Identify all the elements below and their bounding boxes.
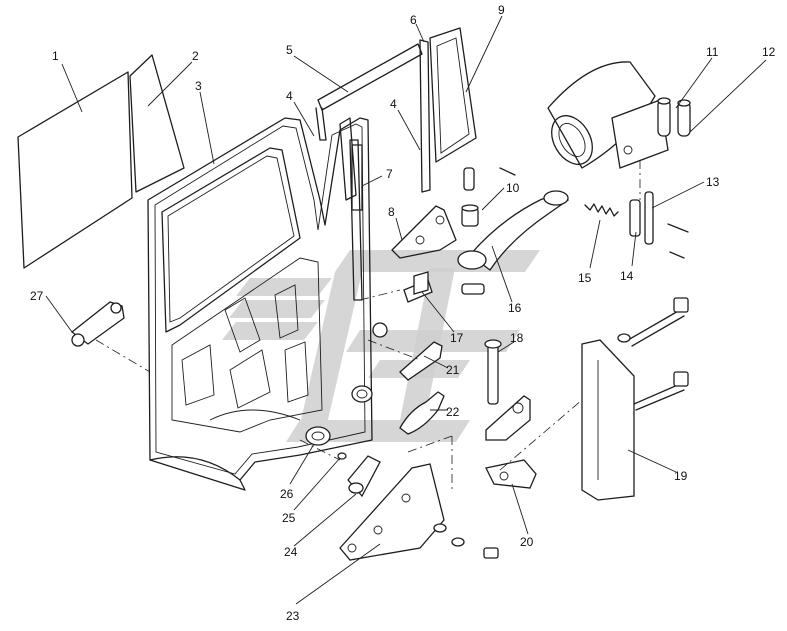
callout-17: 17: [450, 331, 464, 345]
callout-labels: 1 2 3 4 4 5 6 7 8 9 10 11 12 13 14 15 16…: [30, 3, 776, 623]
callout-4-left: 4: [286, 89, 293, 103]
hinge-leaf-23: [339, 463, 499, 561]
callout-27: 27: [30, 289, 44, 303]
glass-pane-2: [129, 54, 185, 193]
callout-13: 13: [706, 175, 720, 189]
outer-handle-27: [70, 301, 125, 347]
callout-14: 14: [620, 269, 634, 283]
vent-frame-9: [429, 27, 477, 163]
hinge-assembly-11-12: [547, 61, 691, 169]
lock-lever-22: [399, 391, 445, 435]
bracket-8: [391, 205, 457, 259]
seal-ring-26: [305, 385, 373, 446]
bolts-right: [617, 297, 689, 411]
roller-24: [347, 455, 381, 498]
callout-11: 11: [706, 45, 719, 59]
window-seal-5: [315, 43, 423, 141]
callout-26: 26: [280, 487, 294, 501]
leader-lines: [45, 15, 767, 605]
assembly-axes: [95, 160, 641, 490]
callout-10: 10: [506, 181, 520, 195]
glass-channel-4: [339, 117, 363, 301]
callout-20: 20: [520, 535, 534, 549]
pin-18: [484, 339, 502, 405]
door-frame: [147, 117, 373, 491]
callout-12: 12: [762, 45, 776, 59]
callout-15: 15: [578, 271, 592, 285]
callout-8: 8: [388, 205, 395, 219]
bushing-10: [461, 167, 516, 227]
callout-22: 22: [446, 405, 460, 419]
callout-18: 18: [510, 331, 524, 345]
latch-block-17: [372, 271, 433, 338]
callout-3: 3: [195, 79, 202, 93]
washer-25: [337, 452, 347, 460]
callout-19: 19: [674, 469, 688, 483]
callout-7: 7: [386, 167, 393, 181]
callout-23: 23: [286, 609, 300, 623]
callout-4-right: 4: [390, 97, 397, 111]
callout-9: 9: [498, 3, 505, 17]
guide-rail-7: [351, 144, 363, 211]
callout-25: 25: [282, 511, 296, 525]
check-arm-16: [457, 190, 570, 295]
hinge-pin-13-14: [629, 191, 689, 259]
pillar-plate-19: [581, 339, 635, 501]
watermark-logo: [222, 250, 540, 442]
glass-pane-1: [17, 71, 133, 269]
callout-6: 6: [410, 13, 417, 27]
inner-handle-21: [399, 341, 443, 381]
callout-16: 16: [508, 301, 522, 315]
seal-strip-6: [419, 39, 431, 193]
callout-1: 1: [52, 49, 59, 63]
spring-15: [584, 203, 619, 217]
striker-bracket-20: [485, 395, 537, 489]
callout-2: 2: [192, 49, 199, 63]
callout-24: 24: [284, 545, 298, 559]
callout-21: 21: [446, 363, 460, 377]
callout-5: 5: [286, 43, 293, 57]
